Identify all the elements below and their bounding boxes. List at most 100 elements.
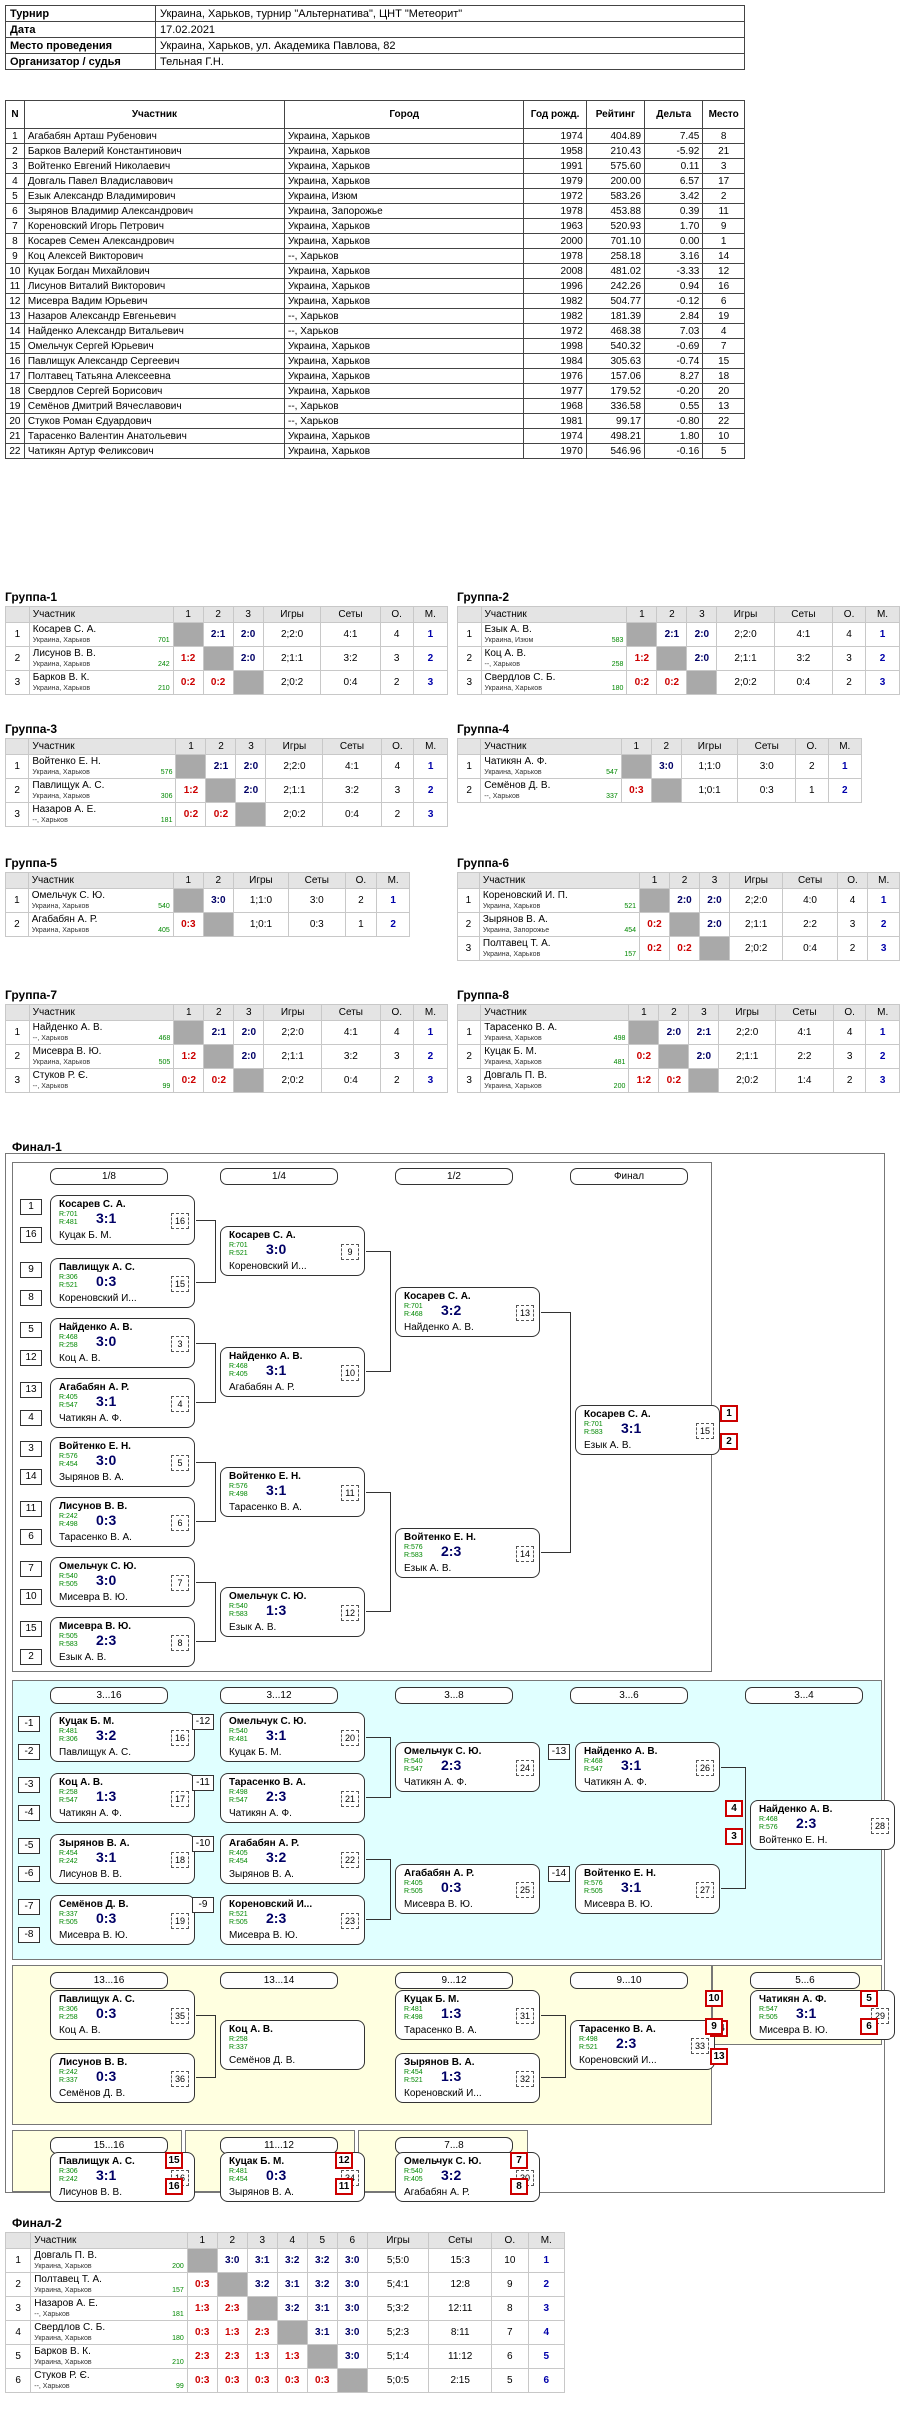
- points-cell: 2: [379, 1068, 414, 1093]
- match-player2: Зырянов В. А.: [229, 2187, 294, 2198]
- player-rating: 181: [172, 2311, 184, 2318]
- match-player2: Куцак Б. М.: [229, 1747, 282, 1758]
- table-cell: Украина, Харьков: [284, 143, 525, 159]
- match-player1: Омельчук С. Ю.: [404, 1746, 482, 1757]
- score-cell: 1:2: [172, 646, 204, 671]
- table-cell: 305.63: [585, 353, 646, 369]
- score-value: 3:0: [345, 2303, 360, 2314]
- table-cell: 1972: [523, 323, 587, 339]
- rating1: R:405: [404, 1880, 423, 1887]
- player-rating: 454: [624, 927, 637, 934]
- group-row-num: 2: [456, 778, 482, 803]
- table-cell: 258.18: [585, 248, 646, 264]
- players-header-cell: N: [5, 100, 25, 129]
- score-value: 3:0: [345, 2351, 360, 2362]
- match-number: 19: [171, 1913, 189, 1929]
- rating2: R:505: [229, 1919, 248, 1926]
- table-cell: -0.80: [644, 413, 704, 429]
- table-cell: Езык Александр Владимирович: [23, 188, 286, 204]
- rating2: R:583: [59, 1641, 78, 1648]
- table-cell: Украина, Харьков: [284, 368, 525, 384]
- player-name: Свердлов С. Б.: [34, 2322, 106, 2333]
- match-player2: Тарасенко В. А.: [404, 2025, 477, 2036]
- group-header-cell: М.: [865, 606, 900, 623]
- match-player1: Войтенко Е. Н.: [229, 1471, 301, 1482]
- row-num: 5: [4, 2344, 32, 2369]
- score-cell: 0:2: [205, 802, 237, 827]
- group-row-num: 1: [4, 754, 30, 779]
- score-cell: 3:0: [336, 2320, 368, 2345]
- table-cell: 1978: [523, 248, 587, 264]
- match-player2: Семёнов Д. В.: [229, 2055, 296, 2066]
- table-cell: 1: [5, 128, 25, 144]
- final2-header-col: 5: [306, 2232, 338, 2249]
- match-player1: Косарев С. А.: [229, 1230, 296, 1241]
- round-header: 1/8: [50, 1168, 168, 1185]
- games-cell: 2;2:0: [263, 1020, 322, 1045]
- group-header-cell: М.: [413, 738, 448, 755]
- place-cell: 1: [413, 754, 448, 779]
- score-cell: 3:0: [202, 888, 234, 913]
- self-cell: [656, 646, 688, 671]
- final2-header-player: Участник: [30, 2232, 188, 2249]
- score-value: 2:0: [694, 653, 710, 664]
- match-player1: Чатикян А. Ф.: [759, 1994, 827, 2005]
- match-player1: Омельчук С. Ю.: [229, 1591, 307, 1602]
- score-cell: 0:2: [203, 1068, 235, 1093]
- table-cell: 15: [5, 338, 25, 354]
- group-header-col: 3: [232, 606, 264, 623]
- table-cell: 2000: [523, 233, 587, 249]
- place-box: 15: [165, 2152, 183, 2169]
- rating2: R:547: [59, 1402, 78, 1409]
- match-score: 3:2: [266, 1849, 287, 1865]
- match-player1: Косарев С. А.: [404, 1291, 471, 1302]
- table-cell: 1998: [523, 338, 587, 354]
- table-cell: 13: [5, 308, 25, 324]
- score-value: 1:3: [225, 2327, 240, 2338]
- match-number: 10: [341, 1365, 359, 1381]
- table-cell: Семёнов Дмитрий Вячеславович: [23, 398, 286, 414]
- match-player2: Езык А. В.: [59, 1652, 107, 1663]
- seed-box: -11: [192, 1775, 214, 1791]
- rating2: R:337: [59, 2077, 78, 2084]
- table-cell: 14: [5, 323, 25, 339]
- score-value: 1:3: [195, 2303, 210, 2314]
- score-cell: 1:2: [173, 1044, 205, 1069]
- group-header-cell: Игры: [263, 1004, 322, 1021]
- match-number: 21: [341, 1791, 359, 1807]
- match-score: 0:3: [96, 1910, 117, 1926]
- table-cell: Чатикян Артур Феликсович: [23, 443, 286, 459]
- row-num: 2: [4, 2272, 32, 2297]
- sets-cell: 3:2: [320, 1044, 381, 1069]
- points-cell: 7: [491, 2320, 529, 2345]
- score-value: 1:3: [255, 2351, 270, 2362]
- table-cell: 701.10: [585, 233, 646, 249]
- rating1: R:576: [229, 1483, 248, 1490]
- info-key: Организатор / судья: [5, 53, 156, 70]
- score-value: 0:3: [285, 2375, 300, 2386]
- final2-header-col: 1: [186, 2232, 218, 2249]
- connector-line: [196, 1582, 216, 1642]
- score-cell: 0:3: [186, 2368, 218, 2393]
- rating1: R:337: [59, 1911, 78, 1918]
- rating2: R:505: [759, 2014, 778, 2021]
